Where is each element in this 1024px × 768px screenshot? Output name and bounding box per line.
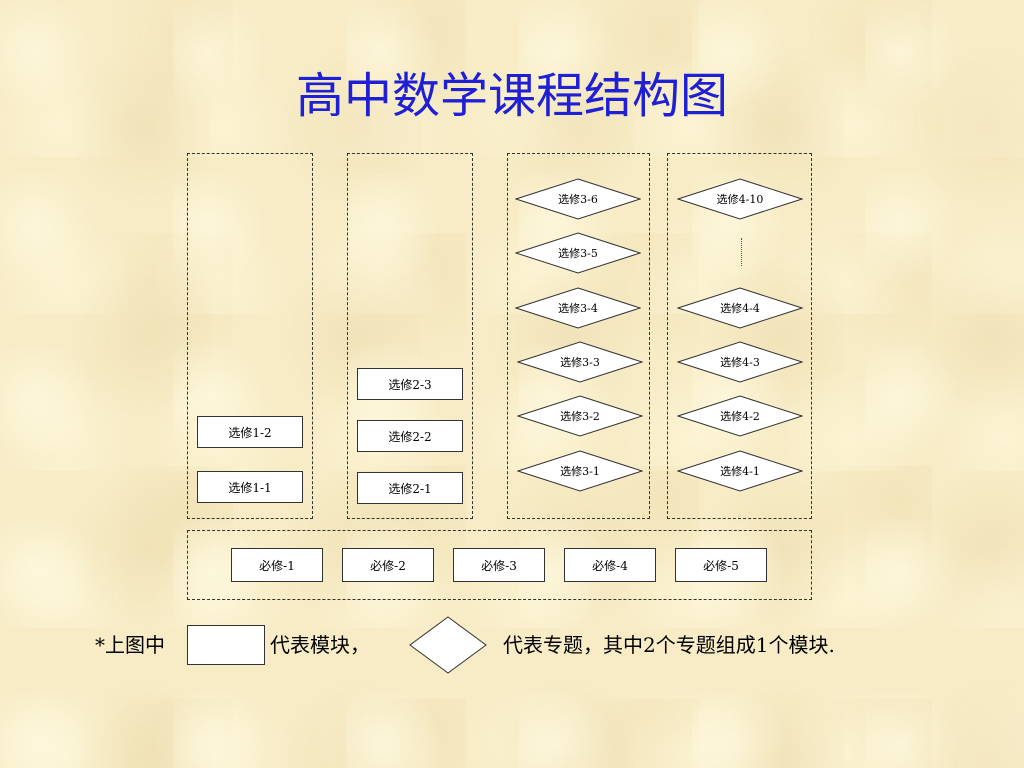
column-3-container [507,153,650,519]
topic-label: 选修3-3 [560,356,600,369]
topic-diamond: 选修4-2 [677,395,803,437]
required-module-box: 必修-3 [453,548,545,582]
module-box: 选修1-1 [197,471,303,503]
legend-prefix: *上图中 [95,633,165,657]
topic-diamond: 选修4-10 [677,178,803,220]
topic-diamond: 选修3-3 [517,341,643,383]
topic-diamond: 选修4-4 [677,287,803,329]
topic-diamond: 选修3-2 [517,395,643,437]
required-module-box: 必修-5 [675,548,767,582]
legend-module-symbol [187,625,265,665]
topic-label: 选修3-2 [560,410,600,423]
topic-label: 选修3-5 [558,247,598,260]
column-2-container [347,153,473,519]
legend-topic-text: 代表专题，其中2个专题组成1个模块. [503,633,835,657]
required-module-box: 必修-1 [231,548,323,582]
topic-label: 选修4-3 [720,356,760,369]
ellipsis-dots [741,238,743,266]
topic-label: 选修4-2 [720,410,760,423]
legend-module-text: 代表模块， [270,633,370,657]
topic-label: 选修3-1 [560,465,600,478]
topic-label: 选修3-6 [558,193,598,206]
required-container [187,530,812,600]
topic-diamond: 选修3-1 [517,450,643,492]
column-1-container [187,153,313,519]
module-box: 选修2-1 [357,472,463,504]
column-4-container [667,153,812,519]
topic-label: 选修4-4 [720,302,760,315]
topic-label: 选修4-10 [716,193,764,206]
topic-label: 选修4-1 [720,465,760,478]
module-box: 选修2-3 [357,368,463,400]
topic-label: 选修3-4 [558,302,598,315]
topic-diamond: 选修4-3 [677,341,803,383]
required-module-box: 必修-2 [342,548,434,582]
module-box: 选修2-2 [357,420,463,452]
topic-diamond: 选修4-1 [677,450,803,492]
page-title: 高中数学课程结构图 [295,68,728,124]
topic-diamond: 选修3-5 [515,232,641,274]
topic-diamond: 选修3-6 [515,178,641,220]
module-box: 选修1-2 [197,416,303,448]
legend-topic-symbol [409,616,487,678]
topic-diamond: 选修3-4 [515,287,641,329]
required-module-box: 必修-4 [564,548,656,582]
